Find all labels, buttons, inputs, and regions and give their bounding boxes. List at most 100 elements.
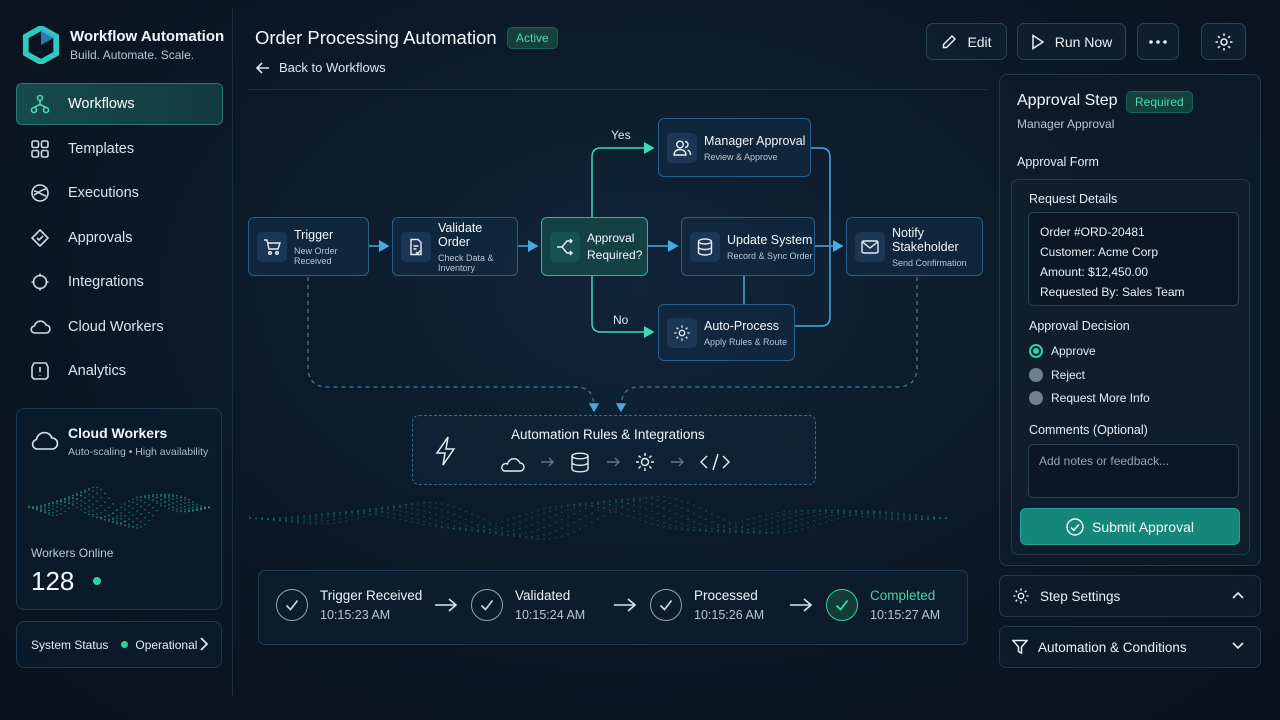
database-icon [571, 452, 589, 473]
automation-rules-title: Automation Rules & Integrations [511, 427, 705, 442]
sidebar-item-executions[interactable]: Executions [16, 172, 223, 214]
node-validate-order[interactable]: Validate Order Check Data & Inventory [392, 217, 518, 276]
accordion-label: Step Settings [1040, 588, 1121, 604]
timeline-step-time: 10:15:24 AM [515, 608, 586, 622]
sidebar: Workflow Automation Build. Automate. Sca… [8, 8, 233, 696]
approval-decision-label: Approval Decision [1029, 319, 1130, 333]
check-circle-icon [276, 589, 308, 621]
system-status-card[interactable]: System Status Operational [16, 621, 222, 668]
edit-button[interactable]: Edit [926, 23, 1007, 60]
more-options-button[interactable] [1137, 23, 1179, 60]
comments-input[interactable] [1028, 444, 1239, 498]
sidebar-nav: Workflows Templates Executions Approvals [16, 83, 223, 395]
sidebar-item-workflows[interactable]: Workflows [16, 83, 223, 125]
node-title: Validate Order [438, 220, 483, 249]
request-line: Order #ORD-20481 [1040, 225, 1145, 239]
sidebar-item-label: Analytics [68, 363, 127, 379]
node-title: Notify Stakeholder [892, 225, 959, 254]
node-title: Trigger [294, 227, 334, 242]
cloud-icon [501, 458, 525, 472]
edge-label-no: No [613, 313, 629, 327]
automation-rules-box[interactable]: Automation Rules & Integrations [412, 415, 816, 485]
sidebar-item-integrations[interactable]: Integrations [16, 261, 223, 303]
cart-icon [257, 231, 287, 262]
radio-selected-icon [1029, 344, 1043, 358]
timeline-step-label: Trigger Received [320, 588, 423, 603]
node-subtitle: Send Confirmation [892, 257, 967, 268]
request-line: Amount: $12,450.00 [1040, 265, 1149, 279]
back-link[interactable]: Back to Workflows [256, 60, 386, 75]
workers-online-label: Workers Online [31, 546, 114, 560]
run-now-button[interactable]: Run Now [1017, 23, 1126, 60]
arrow-right-icon [435, 598, 458, 612]
wave-decoration [28, 486, 210, 529]
sidebar-item-templates[interactable]: Templates [16, 128, 223, 170]
system-status-value: Operational [135, 637, 198, 652]
sidebar-item-label: Templates [68, 140, 135, 157]
node-title: Update System [727, 232, 813, 247]
check-circle-icon [826, 589, 858, 621]
node-notify-stakeholder[interactable]: Notify Stakeholder Send Confirmation [846, 217, 983, 276]
cloud-workers-title: Cloud Workers [68, 425, 168, 441]
node-subtitle: Record & Sync Order [727, 250, 813, 261]
gear-icon [667, 317, 697, 348]
node-approval-required[interactable]: Approval Required? [541, 217, 648, 276]
gear-icon [1215, 33, 1232, 50]
brand-subtitle: Build. Automate. Scale. [70, 48, 195, 62]
arrow-right-icon [607, 457, 620, 467]
chevron-down-icon [1232, 642, 1244, 650]
required-badge: Required [1126, 91, 1193, 113]
arrow-right-icon [790, 598, 813, 612]
radio-label: Approve [1051, 344, 1096, 358]
node-update-system[interactable]: Update System Record & Sync Order [681, 217, 815, 276]
automation-conditions-accordion[interactable]: Automation & Conditions [999, 626, 1261, 668]
node-title: Manager Approval [704, 133, 806, 148]
executions-icon [29, 182, 51, 204]
sidebar-item-cloud-workers[interactable]: Cloud Workers [16, 306, 223, 348]
node-manager-approval[interactable]: Manager Approval Review & Approve [658, 118, 811, 177]
radio-label: Reject [1051, 368, 1086, 382]
system-status-label: System Status [31, 637, 109, 652]
check-circle-icon [650, 589, 682, 621]
arrow-right-icon [614, 598, 637, 612]
logo-icon [22, 26, 60, 64]
step-settings-accordion[interactable]: Step Settings [999, 575, 1261, 617]
cloud-icon [31, 431, 59, 450]
settings-button[interactable] [1201, 23, 1246, 60]
radio-reject[interactable]: Reject [1029, 368, 1085, 382]
check-circle-icon [471, 589, 503, 621]
flow-connectors [249, 142, 947, 540]
lightning-icon [435, 436, 456, 466]
radio-approve[interactable]: Approve [1029, 344, 1096, 358]
radio-request-more-info[interactable]: Request More Info [1029, 391, 1150, 405]
cloud-icon [29, 316, 51, 338]
back-link-label: Back to Workflows [279, 60, 386, 75]
filter-icon [1012, 639, 1028, 655]
mail-icon [855, 231, 885, 262]
request-details-box: Order #ORD-20481 Customer: Acme Corp Amo… [1028, 212, 1239, 306]
sidebar-item-analytics[interactable]: Analytics [16, 350, 223, 392]
node-trigger[interactable]: Trigger New Order Received [248, 217, 369, 276]
sidebar-item-label: Integrations [68, 274, 144, 290]
play-icon [1031, 33, 1045, 50]
node-auto-process[interactable]: Auto-Process Apply Rules & Route [658, 304, 795, 361]
edge-label-yes: Yes [611, 128, 631, 142]
timeline-step-label: Validated [515, 588, 571, 603]
branch-icon [550, 231, 580, 262]
sidebar-item-approvals[interactable]: Approvals [16, 217, 223, 259]
users-icon [667, 132, 697, 163]
pencil-icon [943, 34, 957, 48]
radio-label: Request More Info [1051, 391, 1150, 405]
timeline-step-time: 10:15:27 AM [870, 608, 941, 622]
radio-unselected-icon [1029, 368, 1043, 382]
sidebar-item-label: Cloud Workers [68, 318, 164, 335]
submit-approval-button[interactable]: Submit Approval [1020, 508, 1240, 545]
run-now-button-label: Run Now [1054, 33, 1113, 50]
node-subtitle: Apply Rules & Route [704, 336, 788, 347]
grid-icon [29, 138, 51, 160]
arrow-left-icon [256, 61, 269, 74]
timeline-step-label: Processed [694, 588, 758, 603]
